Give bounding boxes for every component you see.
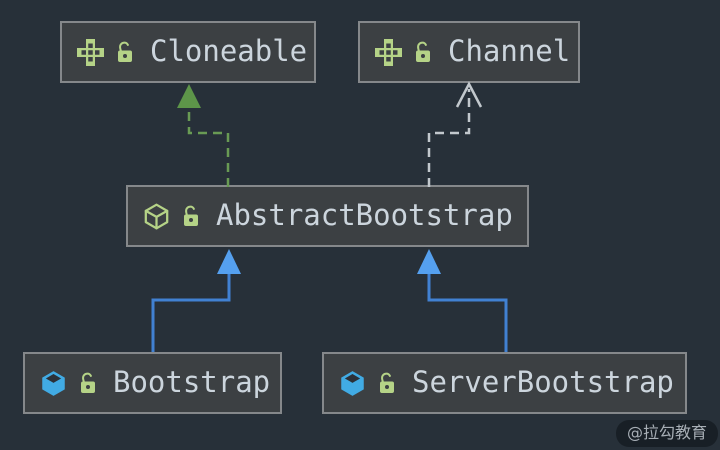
interface-icon xyxy=(77,38,104,66)
edge-implements-cloneable[interactable] xyxy=(177,84,230,187)
class-name: Bootstrap xyxy=(113,364,271,399)
class-name: Cloneable xyxy=(150,33,308,68)
interface-icon xyxy=(375,38,402,66)
class-node-serverbootstrap[interactable]: ServerBootstrap xyxy=(322,352,687,414)
watermark-badge: @拉勾教育 xyxy=(615,420,718,447)
edge-extends-serverbootstrap[interactable] xyxy=(417,249,508,352)
class-icon xyxy=(40,370,67,397)
class-node-cloneable[interactable]: Cloneable xyxy=(60,21,316,83)
lock-icon xyxy=(413,39,433,65)
class-node-abstractbootstrap[interactable]: AbstractBootstrap xyxy=(126,185,529,247)
class-name: AbstractBootstrap xyxy=(216,197,513,232)
class-name: ServerBootstrap xyxy=(412,364,674,399)
lock-icon xyxy=(115,39,135,65)
edge-extends-bootstrap[interactable] xyxy=(151,249,241,352)
edge-implements-channel[interactable] xyxy=(427,81,483,187)
abstract-class-icon xyxy=(143,203,170,230)
lock-icon xyxy=(377,370,397,396)
class-name: Channel xyxy=(448,33,571,68)
lock-icon xyxy=(181,203,201,229)
class-node-bootstrap[interactable]: Bootstrap xyxy=(23,352,282,414)
lock-icon xyxy=(78,370,98,396)
class-icon xyxy=(339,370,366,397)
